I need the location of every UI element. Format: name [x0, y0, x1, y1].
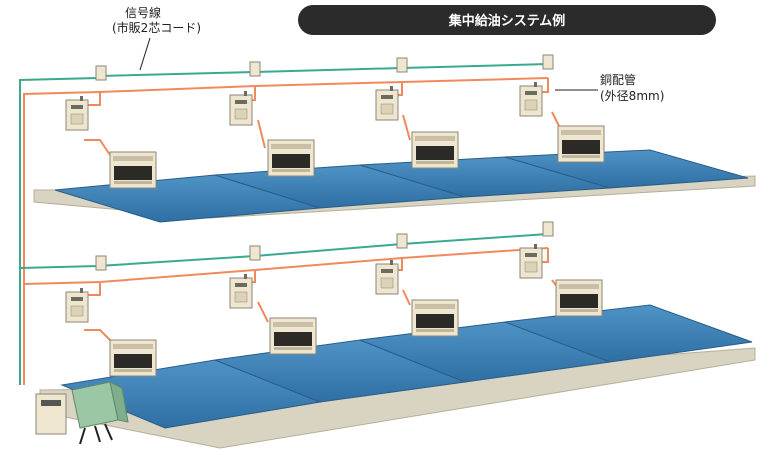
- control-panel-icon: [35, 393, 67, 435]
- title-bar: 集中給油システム例: [298, 5, 716, 35]
- upper-floor: [19, 54, 756, 385]
- junction-box-icon: [396, 233, 408, 249]
- oil-heater-icon: [555, 279, 603, 317]
- oil-heater-icon: [267, 139, 315, 177]
- oil-heater-icon: [269, 317, 317, 355]
- copper-pipe-label-line2: (外径8mm): [600, 89, 664, 103]
- junction-box-icon: [249, 61, 261, 77]
- copper-pipe-label: 銅配管 (外径8mm): [555, 72, 664, 103]
- junction-box-icon: [542, 54, 554, 70]
- oil-heater-icon: [109, 339, 157, 377]
- junction-box-icon: [542, 221, 554, 237]
- oil-valve-unit-icon: [519, 243, 543, 279]
- oil-heater-icon: [557, 125, 605, 163]
- oil-valve-unit-icon: [375, 85, 399, 121]
- diagram-title: 集中給油システム例: [448, 13, 566, 29]
- junction-box-icon: [95, 65, 107, 81]
- copper-pipe-label-line1: 銅配管: [600, 72, 636, 87]
- oil-heater-icon: [109, 151, 157, 189]
- oil-valve-unit-icon: [65, 287, 89, 323]
- oil-heater-icon: [411, 299, 459, 337]
- oil-valve-unit-icon: [65, 95, 89, 131]
- oil-tank-icon: [71, 381, 129, 445]
- oil-valve-unit-icon: [229, 273, 253, 309]
- lower-floor: [19, 221, 756, 449]
- signal-wire-label-line2: (市販2芯コード): [112, 20, 201, 35]
- junction-box-icon: [95, 255, 107, 271]
- junction-box-icon: [249, 245, 261, 261]
- signal-wire-label-line1: 信号線: [125, 5, 161, 20]
- signal-wire-label: 信号線 (市販2芯コード): [112, 5, 201, 71]
- oil-valve-unit-icon: [229, 90, 253, 126]
- oil-heater-icon: [411, 131, 459, 169]
- oil-valve-unit-icon: [375, 259, 399, 295]
- oil-valve-unit-icon: [519, 81, 543, 117]
- junction-box-icon: [396, 57, 408, 73]
